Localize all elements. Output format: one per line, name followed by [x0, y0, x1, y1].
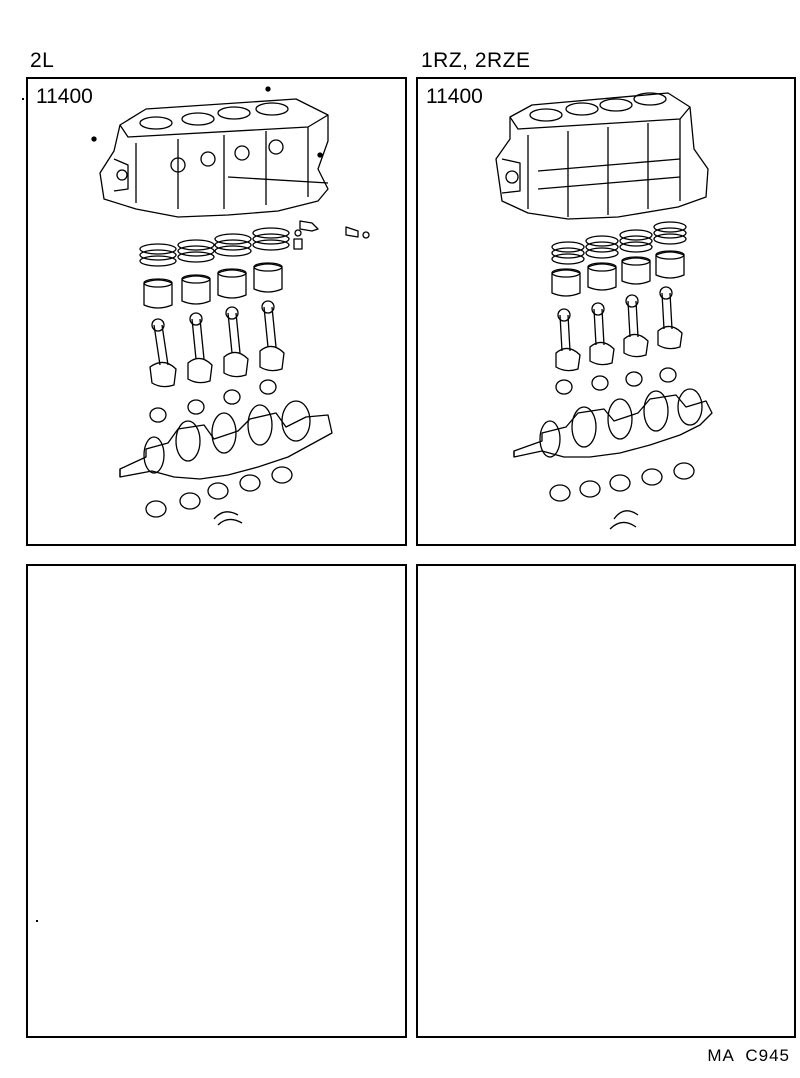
engine-label-1rz-2rze: 1RZ, 2RZE: [421, 49, 531, 72]
main-bearings-set: [549, 462, 695, 502]
panel-empty-bottom-right: [416, 564, 796, 1038]
panel-2l-short-block: 11400: [26, 77, 407, 546]
rod-bearings-set: [149, 379, 277, 423]
crankshaft: [513, 388, 713, 458]
cylinder-block: [495, 92, 709, 220]
part-number-11400: 11400: [426, 85, 483, 108]
piston-rings-set: [139, 227, 290, 267]
connecting-rods-set: [149, 300, 285, 388]
pistons-set: [551, 250, 685, 297]
piston-rings-set: [551, 221, 687, 265]
panel-1rz-2rze-short-block: 11400: [416, 77, 796, 546]
main-bearings-set: [145, 466, 293, 518]
rod-bearings-set: [555, 367, 677, 395]
scan-mark: [22, 98, 24, 100]
engine-label-2l: 2L: [30, 49, 55, 72]
thrust-washers: [609, 510, 639, 530]
catalog-page-code: MA C945: [707, 1046, 790, 1065]
thrust-washers: [213, 511, 243, 526]
pistons-set: [143, 262, 283, 309]
part-number-11400: 11400: [36, 85, 93, 108]
panel-empty-bottom-left: [26, 564, 407, 1038]
short-block-illustration: [91, 86, 370, 526]
cylinder-block: [91, 86, 329, 218]
scan-mark: [36, 920, 38, 922]
short-block-illustration: [495, 92, 713, 530]
crankshaft: [119, 400, 333, 480]
connecting-rods-set: [555, 286, 683, 372]
block-small-parts: [293, 220, 370, 250]
